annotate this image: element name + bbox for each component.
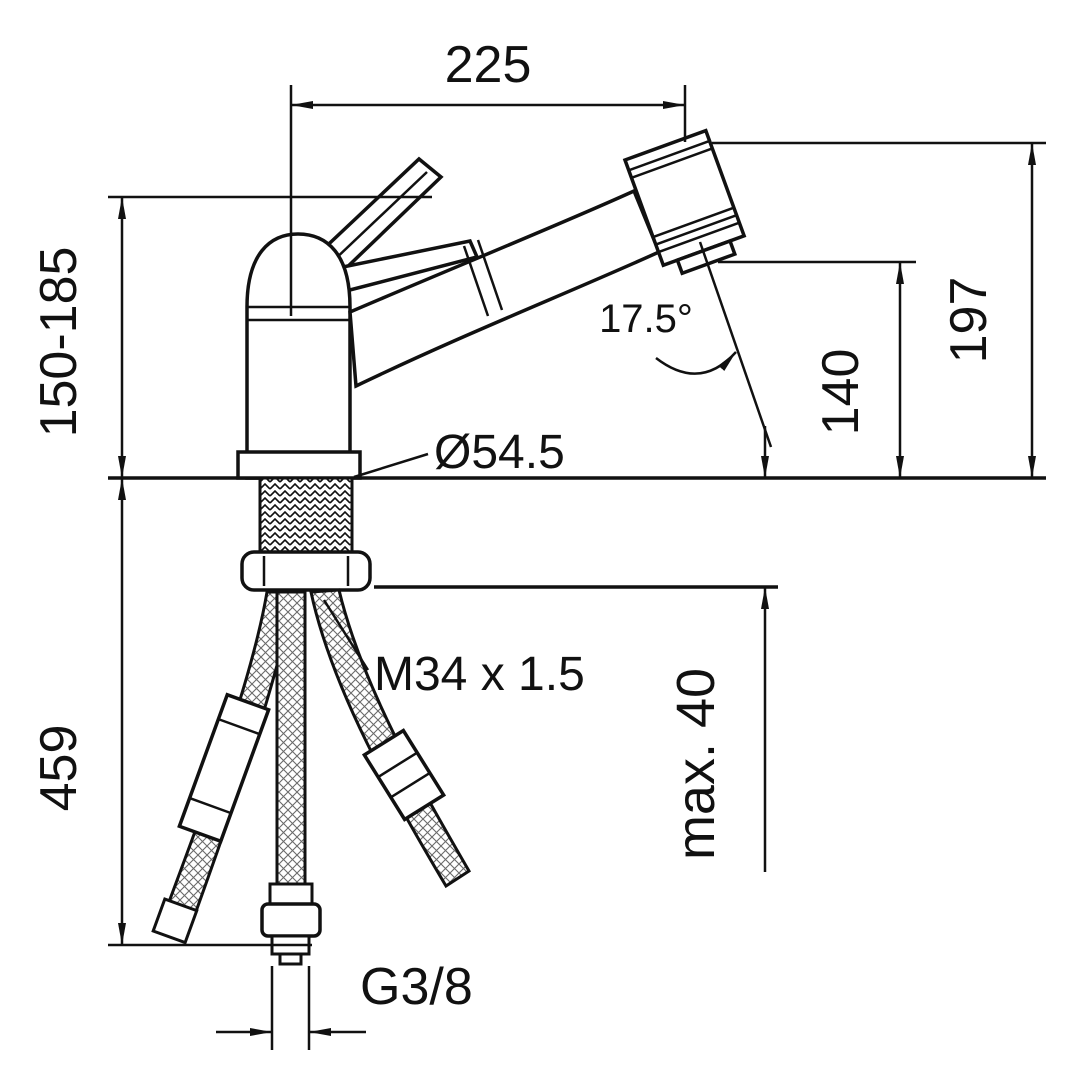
dim-hose-length-label: 459: [30, 725, 88, 812]
right-supply-hose: [309, 588, 472, 889]
thread-annotation: M34 x 1.5: [322, 599, 585, 701]
dimension-connection: G3/8: [216, 958, 473, 1050]
angle-arc: [655, 351, 737, 375]
left-supply-hose: [151, 590, 297, 945]
dimension-top-width: 225: [289, 36, 687, 316]
dim-overall-height-label: 197: [940, 277, 998, 364]
dimension-max-thickness: max. 40: [666, 426, 769, 872]
dim-top-width-label: 225: [445, 36, 532, 94]
threaded-shank: [258, 476, 354, 554]
diameter-label: Ø54.5: [434, 426, 565, 479]
dimension-overall-height: 197: [712, 141, 1046, 478]
dimension-outlet-height: 140: [718, 260, 916, 478]
diameter-annotation: Ø54.5: [353, 426, 565, 479]
dim-connection-label: G3/8: [360, 958, 473, 1016]
dim-height-range-label: 150-185: [30, 247, 88, 438]
faucet-base-flange: [236, 450, 362, 480]
faucet-drawing: [108, 128, 1046, 966]
diameter-leader-line: [353, 452, 429, 479]
pullout-hose: [260, 590, 322, 966]
hose-end-fitting: [260, 882, 322, 966]
angle-annotation: 17.5°: [599, 241, 773, 448]
dimension-height-range: 150-185: [30, 195, 432, 478]
thread-label: M34 x 1.5: [374, 648, 585, 701]
thread-leader-line: [322, 599, 370, 671]
faucet-body: [236, 232, 362, 480]
dimension-hose-length: 459: [30, 478, 312, 947]
spray-axis-line: [698, 241, 773, 448]
dim-outlet-height-label: 140: [812, 349, 870, 436]
dim-max-thickness-label: max. 40: [666, 668, 726, 860]
mounting-nut: [240, 550, 372, 592]
angle-label: 17.5°: [599, 297, 693, 341]
